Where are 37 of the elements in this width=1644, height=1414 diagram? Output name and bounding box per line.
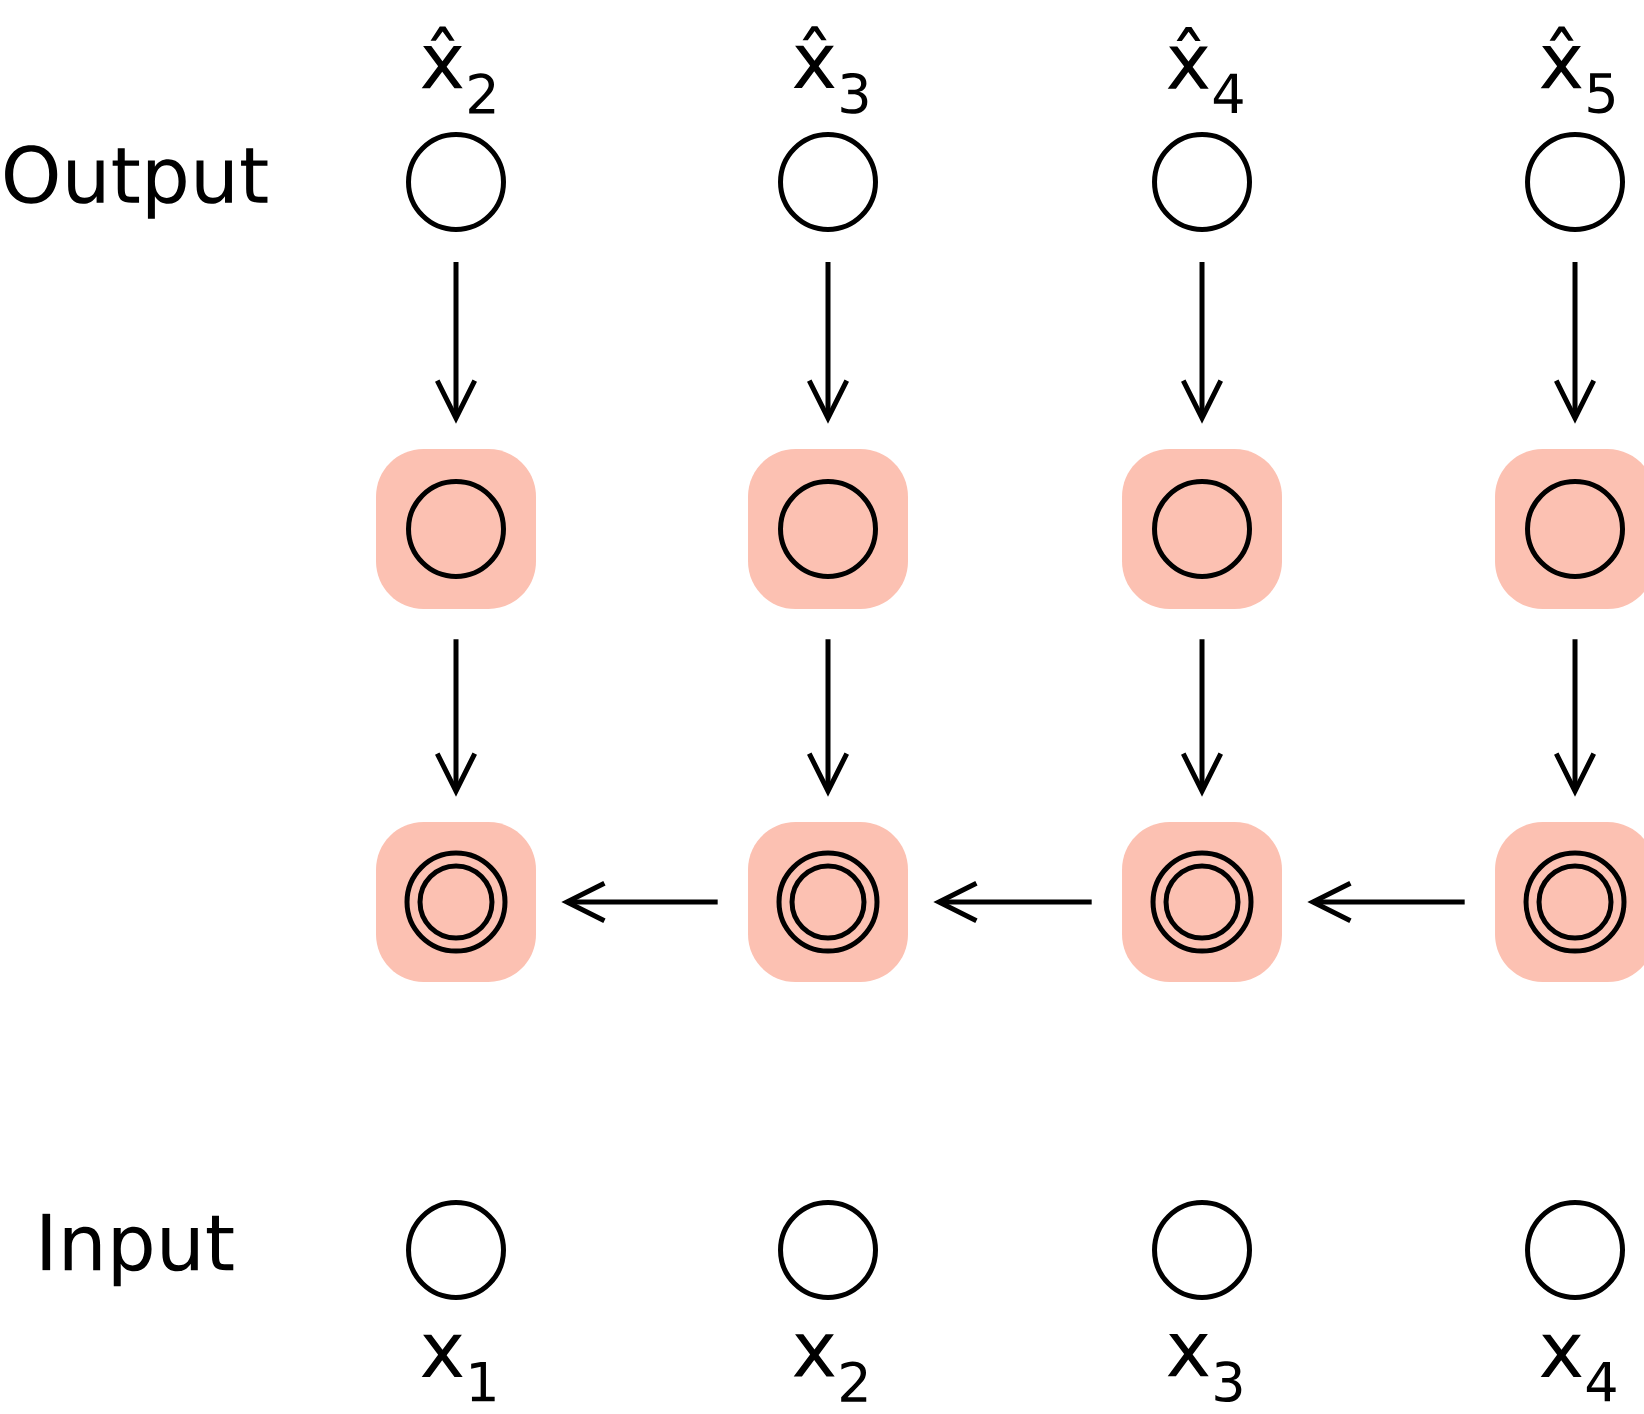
- variable-label: x̂$_{4}$: [1167, 26, 1243, 114]
- arrow: [1181, 639, 1223, 797]
- arrow: [1554, 639, 1596, 797]
- variable-label: x$_{4}$: [1540, 1334, 1616, 1402]
- arrow: [561, 881, 718, 923]
- circle: [1525, 132, 1625, 232]
- variable-label: x̂$_{2}$: [421, 26, 495, 114]
- circle: [778, 1200, 878, 1300]
- arrow: [933, 881, 1092, 923]
- circle: [778, 132, 878, 232]
- variable-label: x̂$_{5}$: [1540, 26, 1614, 114]
- double-circle: [1150, 850, 1254, 954]
- variable-label: x̂$_{3}$: [793, 26, 868, 114]
- arrow: [435, 262, 477, 424]
- circle: [1525, 479, 1625, 579]
- double-circle: [404, 850, 508, 954]
- circle: [406, 1200, 506, 1300]
- arrow: [1554, 262, 1596, 424]
- variable-label: x$_{3}$: [1167, 1333, 1242, 1403]
- arrow: [1307, 881, 1465, 923]
- circle: [1152, 132, 1252, 232]
- arrow: [435, 639, 477, 797]
- circle: [1525, 1200, 1625, 1300]
- row-label: Input: [42, 1213, 234, 1287]
- double-circle: [776, 850, 880, 954]
- double-circle: [1523, 850, 1627, 954]
- variable-label: x$_{1}$: [421, 1334, 495, 1402]
- circle: [406, 479, 506, 579]
- arrow: [1181, 262, 1223, 424]
- circle: [778, 479, 878, 579]
- circle: [1152, 479, 1252, 579]
- circle: [406, 132, 506, 232]
- row-label: Output: [5, 145, 268, 219]
- circle: [1152, 1200, 1252, 1300]
- variable-label: x$_{2}$: [793, 1334, 867, 1402]
- arrow: [807, 262, 849, 424]
- arrow: [807, 639, 849, 797]
